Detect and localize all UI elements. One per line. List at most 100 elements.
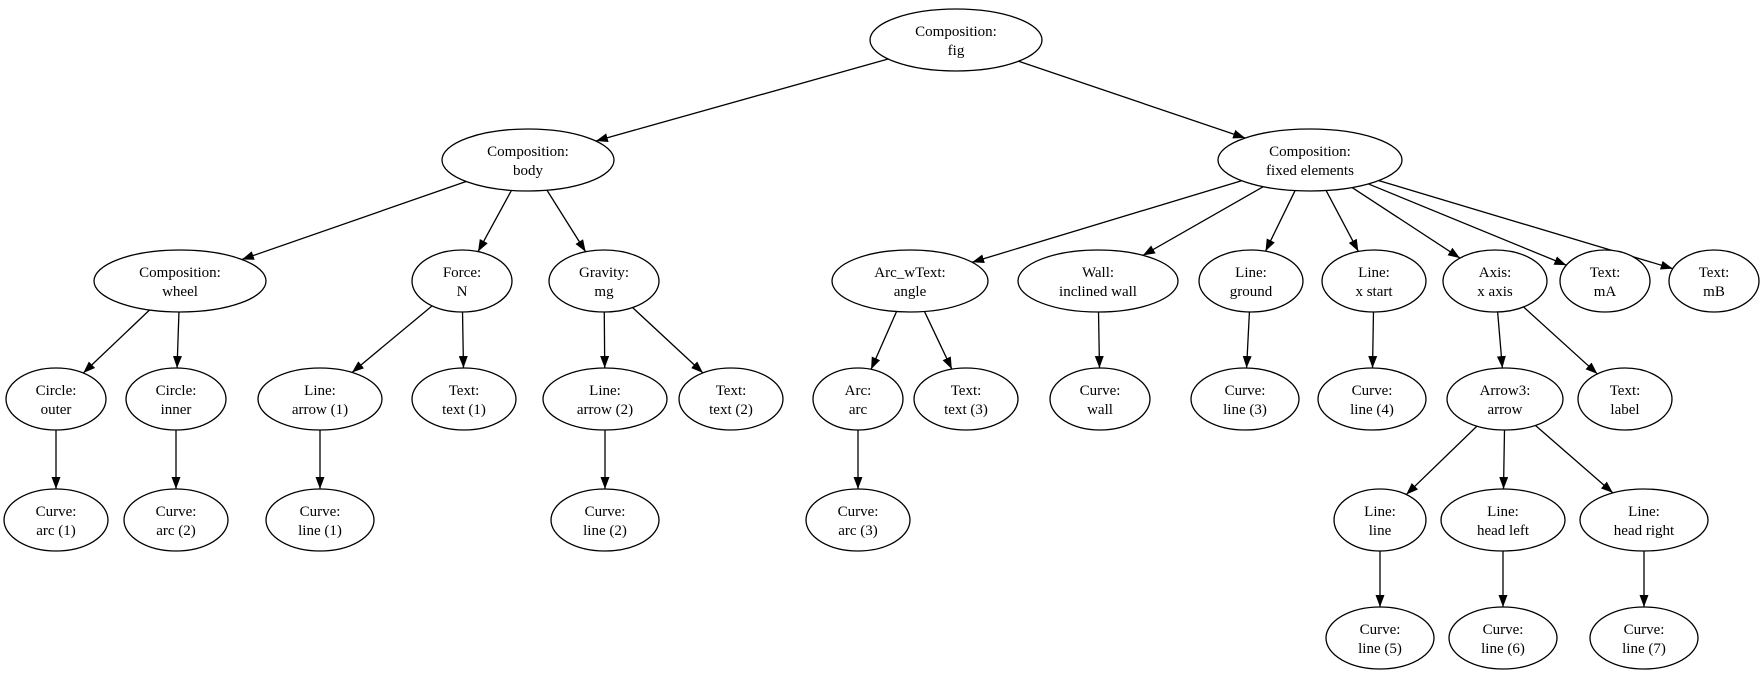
- tree-node-wheel: Composition: wheel: [93, 249, 267, 313]
- node-label-mB-line1: Text:: [1699, 265, 1730, 281]
- node-label-wheel-line1: Composition:: [139, 265, 221, 281]
- node-label-line5-line2: line (5): [1358, 641, 1402, 657]
- node-ellipse-text3: [913, 367, 1019, 431]
- node-label-mB-line2: mB: [1703, 284, 1725, 300]
- edge-arrow3-headL: [1499, 429, 1509, 490]
- node-label-arc1-line2: arc (1): [36, 523, 76, 539]
- edge-fixed-wall: [1142, 186, 1264, 256]
- tree-node-line5: Curve:line (5): [1325, 606, 1435, 670]
- node-ellipse-fig: [869, 8, 1043, 72]
- node-label-arrow1-line2: arrow (1): [292, 402, 348, 418]
- node-label-line2-line2: line (2): [583, 523, 627, 539]
- tree-node-label: Text:label: [1577, 367, 1673, 431]
- edge-wheel-outer: [82, 309, 150, 374]
- node-label-line4-line1: Curve:: [1352, 383, 1393, 399]
- tree-node-wall: Wall:inclined wall: [1017, 249, 1179, 313]
- node-ellipse-angle: [831, 249, 989, 313]
- node-ellipse-line3: [1190, 367, 1300, 431]
- node-label-arc2-line2: arc (2): [156, 523, 196, 539]
- tree-node-arrow3: Arrow3:arrow: [1446, 367, 1564, 431]
- node-label-arc1-line1: Curve:: [36, 504, 77, 520]
- node-ellipse-wall: [1017, 249, 1179, 313]
- node-ellipse-line5: [1325, 606, 1435, 670]
- node-label-line4-line2: line (4): [1350, 402, 1394, 418]
- tree-node-xaxis: Axis:x axis: [1442, 249, 1548, 313]
- tree-node-line6: Curve:line (6): [1448, 606, 1558, 670]
- edge-fixed-mA: [1368, 183, 1567, 266]
- tree-node-arc: Arc:arc: [812, 367, 904, 431]
- edge-angle-text3: [923, 311, 953, 370]
- node-ellipse-ground: [1198, 249, 1304, 313]
- node-ellipse-mB: [1668, 249, 1760, 313]
- node-label-line3-line2: line (3): [1223, 402, 1267, 418]
- node-label-headL-line1: Line:: [1487, 504, 1519, 520]
- tree-node-arrow2: Line:arrow (2): [542, 367, 668, 431]
- edge-fixed-xaxis: [1351, 187, 1461, 259]
- edge-xaxis-arrow3: [1496, 311, 1506, 369]
- node-label-line1-line2: line (1): [298, 523, 342, 539]
- tree-node-arc1: Curve: arc (1): [3, 488, 109, 552]
- node-label-gravity-line2: mg: [594, 284, 614, 300]
- node-label-headR-line1: Line:: [1628, 504, 1660, 520]
- edge-wall-wallc: [1094, 311, 1104, 369]
- node-label-forceN-line1: Force:: [443, 265, 481, 281]
- tree-node-gravity: Gravity:mg: [548, 249, 660, 313]
- node-label-inner-line1: Circle:: [156, 383, 197, 399]
- tree-node-outer: Circle:outer: [5, 367, 107, 431]
- node-ellipse-arc3: [805, 488, 911, 552]
- tree-node-line4: Curve: line (4): [1317, 367, 1427, 431]
- node-ellipse-arrow2: [542, 367, 668, 431]
- node-ellipse-mA: [1559, 249, 1651, 313]
- node-label-text2-line2: text (2): [709, 402, 753, 418]
- tree-node-line2: Curve: line (2): [550, 488, 660, 552]
- node-label-label-line2: label: [1610, 402, 1639, 418]
- node-ellipse-xstart: [1321, 249, 1427, 313]
- edge-body-wheel: [241, 180, 467, 261]
- tree-node-inner: Circle: inner: [125, 367, 227, 431]
- node-ellipse-label: [1577, 367, 1673, 431]
- node-ellipse-line6: [1448, 606, 1558, 670]
- tree-node-ground: Line:ground: [1198, 249, 1304, 313]
- node-ellipse-inner: [125, 367, 227, 431]
- node-label-lineN-line2: line: [1369, 523, 1392, 539]
- node-label-body-line1: Composition:: [487, 144, 569, 160]
- node-ellipse-headL: [1440, 488, 1566, 552]
- node-label-fig-line2: fig: [948, 43, 965, 59]
- node-label-line7-line1: Curve:: [1624, 622, 1665, 638]
- node-ellipse-wallc: [1049, 367, 1151, 431]
- node-ellipse-arc2: [123, 488, 229, 552]
- node-label-headL-line2: head left: [1477, 523, 1530, 539]
- node-label-inner-line2: inner: [161, 402, 192, 418]
- node-label-headR-line2: head right: [1614, 523, 1675, 539]
- tree-node-arrow1: Line:arrow (1): [257, 367, 383, 431]
- edge-angle-arc: [870, 311, 898, 370]
- node-label-arc3-line1: Curve:: [838, 504, 879, 520]
- node-label-wall-line2: inclined wall: [1059, 284, 1137, 300]
- tree-node-headR: Line: head right: [1579, 488, 1709, 552]
- node-label-line3-line1: Curve:: [1225, 383, 1266, 399]
- node-label-arc3-line2: arc (3): [838, 523, 878, 539]
- node-label-wheel-line2: wheel: [162, 284, 198, 300]
- node-label-line2-line1: Curve:: [585, 504, 626, 520]
- node-ellipse-arrow3: [1446, 367, 1564, 431]
- node-label-text1-line2: text (1): [442, 402, 486, 418]
- tree-node-angle: Arc_wText:angle: [831, 249, 989, 313]
- node-label-lineN-line1: Line:: [1364, 504, 1396, 520]
- tree-node-line3: Curve: line (3): [1190, 367, 1300, 431]
- node-ellipse-outer: [5, 367, 107, 431]
- tree-node-forceN: Force:N: [411, 249, 513, 313]
- node-ellipse-line4: [1317, 367, 1427, 431]
- edge-ground-line3: [1242, 311, 1252, 369]
- tree-node-mA: Text:mA: [1559, 249, 1651, 313]
- node-label-line6-line2: line (6): [1481, 641, 1525, 657]
- node-label-text2-line1: Text:: [716, 383, 747, 399]
- node-ellipse-text1: [411, 367, 517, 431]
- tree-node-text3: Text:text (3): [913, 367, 1019, 431]
- node-label-arc-line1: Arc:: [845, 383, 872, 399]
- node-label-arrow2-line1: Line:: [589, 383, 621, 399]
- node-label-xaxis-line2: x axis: [1477, 284, 1513, 300]
- tree-node-wallc: Curve:wall: [1049, 367, 1151, 431]
- node-label-line1-line1: Curve:: [300, 504, 341, 520]
